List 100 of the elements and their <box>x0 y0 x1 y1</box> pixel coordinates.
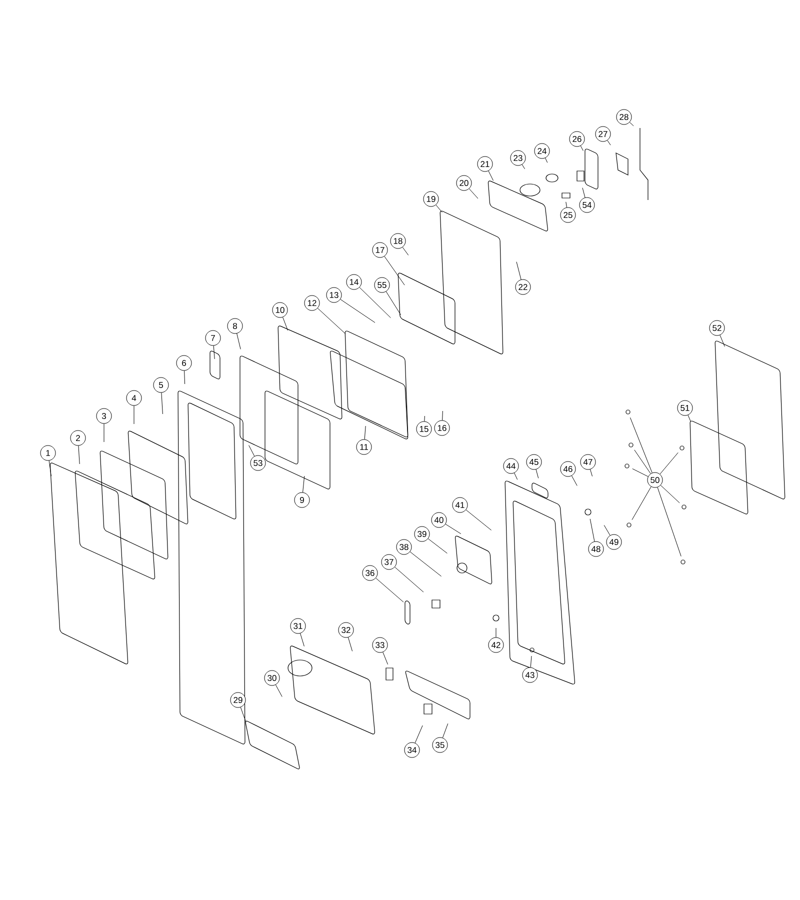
leader-line <box>300 633 304 647</box>
callout-number: 19 <box>423 191 439 207</box>
leader-line <box>340 299 376 323</box>
leader-line <box>468 188 478 199</box>
leader-line <box>466 510 492 530</box>
leader-line <box>488 170 494 181</box>
leader-line <box>545 158 548 163</box>
callout-number: 9 <box>294 492 310 508</box>
callout-number: 35 <box>432 737 448 753</box>
leader-line <box>161 392 163 414</box>
callout-number: 10 <box>272 302 288 318</box>
callout-number: 18 <box>390 233 406 249</box>
callout-number: 38 <box>396 539 412 555</box>
callout-number: 4 <box>126 390 142 406</box>
callout-number: 47 <box>580 454 596 470</box>
leader-line <box>660 452 678 474</box>
callout-number: 15 <box>416 421 432 437</box>
leader-line <box>522 164 526 170</box>
callout-number: 3 <box>96 408 112 424</box>
callout-number: 41 <box>452 497 468 513</box>
callout-number: 46 <box>560 461 576 477</box>
callout-number: 5 <box>153 377 169 393</box>
callout-number: 24 <box>534 143 550 159</box>
leader-line <box>236 333 241 350</box>
callout-number: 8 <box>227 318 243 334</box>
callout-number: 17 <box>372 242 388 258</box>
leader-line <box>394 566 424 592</box>
callout-number: 44 <box>503 458 519 474</box>
leader-line <box>359 287 391 318</box>
leader-line <box>634 450 651 474</box>
leader-line <box>604 524 610 536</box>
leader-line <box>632 468 648 477</box>
leader-line <box>660 485 680 504</box>
leader-line <box>607 140 611 146</box>
leader-line <box>688 414 691 422</box>
leader-line <box>78 446 80 464</box>
callout-number: 51 <box>677 400 693 416</box>
leader-line <box>566 202 568 208</box>
callout-number: 37 <box>381 554 397 570</box>
leader-line <box>657 487 682 557</box>
leader-line <box>386 291 402 316</box>
callout-number: 13 <box>326 287 342 303</box>
callout-number: 54 <box>579 197 595 213</box>
leader-line <box>590 518 595 542</box>
leader-line <box>536 469 539 478</box>
leader-line <box>582 188 586 198</box>
callout-number: 33 <box>372 637 388 653</box>
callout-number: 39 <box>414 526 430 542</box>
leader-line <box>348 637 353 652</box>
callout-number: 40 <box>431 512 447 528</box>
callout-number: 55 <box>374 277 390 293</box>
leader-line <box>248 445 255 456</box>
callout-number: 1 <box>40 445 56 461</box>
leader-line <box>275 684 282 697</box>
callout-number: 7 <box>205 330 221 346</box>
leader-line <box>428 538 448 554</box>
callout-number: 32 <box>338 622 354 638</box>
leader-line <box>436 204 442 213</box>
leader-line <box>442 723 448 738</box>
leader-line <box>571 476 578 486</box>
leader-line <box>445 524 462 534</box>
callout-number: 34 <box>404 742 420 758</box>
callout-number: 25 <box>560 207 576 223</box>
leader-line <box>382 652 388 665</box>
leader-line <box>410 552 442 577</box>
callout-number: 20 <box>456 175 472 191</box>
callout-number: 30 <box>264 670 280 686</box>
callout-number: 26 <box>569 131 585 147</box>
callout-number: 11 <box>356 439 372 455</box>
leader-line <box>530 656 532 668</box>
callout-number: 27 <box>595 126 611 142</box>
leader-line <box>442 410 443 421</box>
leader-line <box>590 469 593 477</box>
callout-number: 42 <box>488 637 504 653</box>
leader-line <box>402 247 409 256</box>
leader-line <box>376 578 404 602</box>
leader-line <box>48 460 52 476</box>
callout-number: 49 <box>606 534 622 550</box>
leader-line <box>240 707 246 723</box>
leader-line <box>364 426 366 440</box>
callout-number: 45 <box>526 454 542 470</box>
leader-line <box>516 262 522 280</box>
callout-number: 21 <box>477 156 493 172</box>
callout-number: 2 <box>70 430 86 446</box>
callout-number: 36 <box>362 565 378 581</box>
leader-line <box>213 345 215 360</box>
leader-line <box>580 146 584 151</box>
callout-number: 29 <box>230 692 246 708</box>
leader-line <box>632 486 652 520</box>
callout-number: 12 <box>304 295 320 311</box>
leader-line <box>414 725 423 744</box>
callout-number: 23 <box>510 150 526 166</box>
callout-number: 50 <box>647 472 663 488</box>
leader-line <box>302 476 305 493</box>
leader-line <box>384 256 405 286</box>
callout-number: 53 <box>250 455 266 471</box>
leader-line <box>514 472 518 480</box>
leader-line <box>630 417 652 474</box>
callout-number: 52 <box>709 320 725 336</box>
callout-number: 28 <box>616 109 632 125</box>
